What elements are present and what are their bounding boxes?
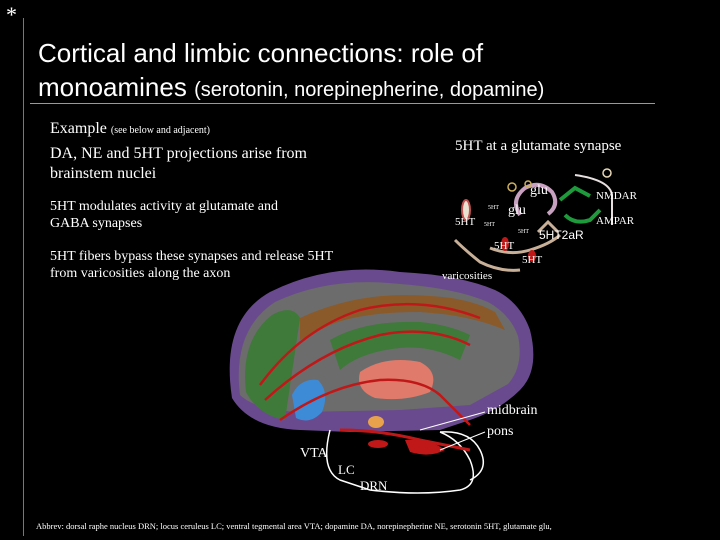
- synapse-title: 5HT at a glutamate synapse: [455, 138, 622, 154]
- 5ht-small-label-right: 5HT: [518, 229, 529, 235]
- axon-fiber-right: [489, 233, 562, 255]
- drn-nucleus: [405, 439, 445, 455]
- asterisk-mark: *: [6, 2, 17, 27]
- example-label: Example: [50, 120, 107, 137]
- blue-region: [292, 379, 326, 421]
- 5ht2ar-label: 5HT2aR: [539, 228, 584, 242]
- title-subtitle: (serotonin, norepinepherine, dopamine): [194, 79, 545, 101]
- 5ht-small-label-mid: 5HT: [484, 222, 495, 228]
- pons-pointer: [439, 431, 486, 451]
- pathway-line: [279, 378, 471, 426]
- 5ht-label-right: 5HT: [522, 254, 543, 266]
- abbreviations-footer: Abbrev: dorsal raphe nucleus DRN; locus …: [36, 521, 552, 531]
- axon-fiber-left: [453, 238, 521, 272]
- nmdar-label: NMDAR: [596, 190, 637, 202]
- presynaptic-terminal: [514, 182, 558, 217]
- lc-label: LC: [338, 462, 355, 477]
- 5ht-small-label-top: 5HT: [488, 205, 499, 211]
- 5ht2a-receptor: [536, 219, 560, 234]
- example-note: (see below and adjacent): [110, 125, 210, 136]
- vesicle: [524, 180, 532, 188]
- brainstem-outline: [325, 429, 475, 494]
- vesicle: [507, 182, 517, 192]
- varicosity-left: [461, 199, 471, 221]
- drn-label: DRN: [360, 478, 388, 493]
- example-heading: Example (see below and adjacent): [50, 120, 210, 138]
- nmdar-receptor: [558, 185, 591, 202]
- brown-band: [300, 294, 505, 340]
- pathway-line: [258, 302, 481, 386]
- vta-label: VTA: [300, 446, 328, 461]
- title-main-word: monoamines: [38, 72, 187, 102]
- glu-label-mid: glu: [508, 203, 526, 218]
- dendrite-outline: [574, 174, 613, 225]
- vesicle: [602, 168, 612, 178]
- title-underline: [30, 103, 655, 104]
- pathway-line: [339, 428, 471, 452]
- 5ht-label-lower: 5HT: [494, 240, 515, 252]
- ampar-receptor: [563, 208, 602, 224]
- synapse-diagram: [453, 168, 613, 272]
- midbrain-label: midbrain: [487, 403, 538, 418]
- modulates-text: 5HT modulates activity at glutamate and …: [50, 199, 278, 231]
- frontal-green-region: [245, 310, 300, 420]
- varicosities-label: varicosities: [442, 270, 493, 282]
- pathway-line: [264, 330, 471, 401]
- varicosity-right: [528, 250, 536, 262]
- projections-text: DA, NE and 5HT projections arise from br…: [50, 145, 307, 182]
- bypass-text: 5HT fibers bypass these synapses and rel…: [50, 249, 333, 281]
- brain-diagram: [229, 269, 534, 494]
- glu-label-top: glu: [530, 183, 548, 198]
- lc-nucleus: [368, 440, 388, 448]
- slide-title-line2: monoamines (serotonin, norepinepherine, …: [38, 72, 544, 103]
- pons-label: pons: [487, 424, 514, 439]
- left-rule: [23, 18, 24, 536]
- slide-title-line1: Cortical and limbic connections: role of: [38, 38, 484, 68]
- 5ht-label-left: 5HT: [455, 216, 476, 228]
- varicosity-lower: [501, 237, 509, 251]
- midbrain-pointer: [419, 411, 486, 431]
- vta-nucleus: [368, 416, 384, 428]
- cerebellum-outline: [439, 431, 485, 481]
- ampar-label: AMPAR: [596, 215, 635, 227]
